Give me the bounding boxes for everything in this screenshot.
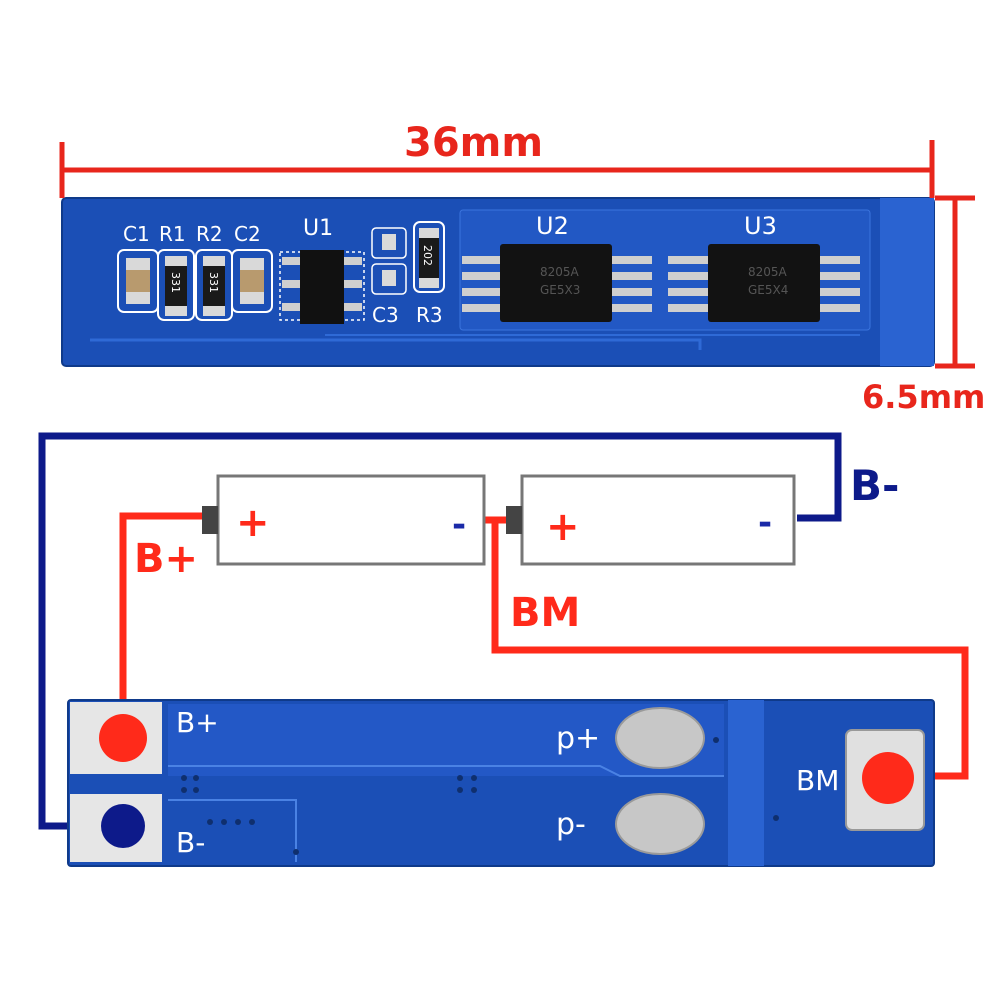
- battery-cell-1: + -: [202, 474, 486, 566]
- negative-wire: [38, 432, 842, 830]
- label-bm: BM: [510, 590, 580, 636]
- chip-u2: 8205A GE5X3: [462, 244, 652, 322]
- trace: [168, 799, 297, 862]
- ref-r3: R3: [416, 303, 443, 327]
- cell-1-plus: +: [236, 500, 270, 546]
- bottom-board: B+ B- p+ p- BM: [67, 699, 935, 867]
- vias: [181, 737, 779, 855]
- ref-u3: U3: [744, 212, 777, 240]
- bottom-pcb-divider: [728, 700, 764, 866]
- r3-marking: 202: [421, 245, 434, 266]
- width-label: 36mm: [404, 120, 543, 166]
- pad-b-plus-dot: [99, 714, 147, 762]
- top-board: C1 R1 R2 C2 U1 U2 U3 C3 R3 331: [61, 197, 935, 367]
- ref-r2: R2: [196, 222, 223, 246]
- pad-b-minus-dot: [101, 804, 145, 848]
- ref-c1: C1: [123, 222, 150, 246]
- height-label: 6.5mm: [862, 378, 985, 416]
- ref-r1: R1: [159, 222, 186, 246]
- label-b-plus: B+: [134, 536, 198, 582]
- r2-marking: 331: [207, 272, 220, 293]
- u3-marking-2: GE5X4: [748, 283, 788, 297]
- dimension-height: 6.5mm: [862, 195, 985, 416]
- pad-b-minus-label: B-: [176, 826, 205, 859]
- chip-u1: [279, 250, 365, 324]
- pad-bm-dot: [862, 752, 914, 804]
- pad-b-plus-label: B+: [176, 706, 219, 739]
- ref-c3: C3: [372, 303, 399, 327]
- battery-cell-2: + -: [506, 474, 796, 566]
- ref-u1: U1: [303, 216, 333, 241]
- u3-marking-1: 8205A: [748, 265, 788, 279]
- ref-c2: C2: [234, 222, 261, 246]
- capacitor-c1: [117, 249, 159, 313]
- label-b-minus: B-: [850, 461, 899, 510]
- u2-marking-2: GE5X3: [540, 283, 580, 297]
- positive-wire: [119, 512, 969, 780]
- pad-bm-label: BM: [796, 764, 839, 797]
- r1-marking: 331: [169, 272, 182, 293]
- trace: [90, 338, 702, 350]
- dimension-width: 36mm: [59, 120, 935, 198]
- resistor-r1: 331: [157, 249, 195, 321]
- ref-u2: U2: [536, 212, 569, 240]
- resistor-r3: 202: [413, 221, 445, 293]
- pad-p-plus: [615, 707, 705, 769]
- cell-2-plus: +: [546, 504, 580, 550]
- cell-1-minus: -: [452, 505, 466, 545]
- pad-p-minus: [615, 793, 705, 855]
- chip-u3: 8205A GE5X4: [668, 244, 860, 322]
- capacitor-c3: [371, 227, 407, 295]
- u2-marking-1: 8205A: [540, 265, 580, 279]
- trace: [168, 765, 724, 777]
- cell-2-minus: -: [758, 503, 772, 543]
- top-pcb-edge-right: [880, 198, 934, 366]
- capacitor-c2: [231, 249, 273, 313]
- pad-p-plus-label: p+: [556, 721, 600, 756]
- pad-p-minus-label: p-: [556, 807, 586, 842]
